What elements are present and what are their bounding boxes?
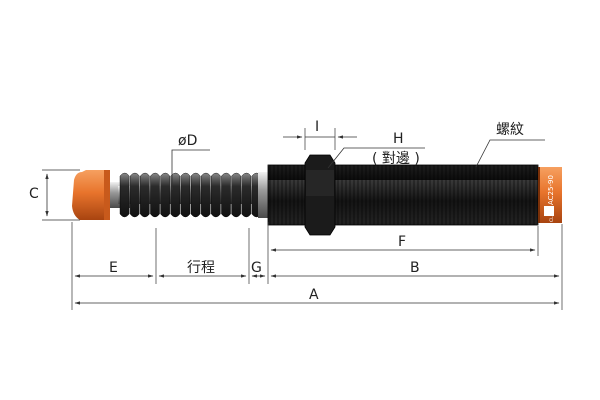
spring-coil [119,172,130,218]
label-H-sub: ( 對邊 ) [372,151,420,167]
spring-coil [221,172,231,218]
return-spring [118,172,264,218]
spring-coil [170,172,181,218]
orange-end-sleeve: AC25-90 CLL [538,167,562,223]
label-B: B [410,260,420,276]
spring-coil [231,172,241,218]
spring-coil [180,172,191,218]
steel-ring [258,172,268,218]
svg-text:CLL: CLL [549,213,555,222]
spring-coil [211,172,221,218]
label-thread: 螺紋 [496,122,524,138]
spring-coil [190,172,201,218]
label-I: I [315,119,319,135]
label-G: G [251,260,262,276]
spring-coil [160,172,170,218]
spring-coil [150,172,160,218]
threaded-body [268,165,538,225]
label-E: E [109,260,118,276]
spring-coil [140,172,150,218]
spring-coil [129,172,140,218]
label-F: F [398,234,406,250]
label-A: A [309,287,319,303]
dimensions: C E 行程 G B F A I H ( 對邊 ) 螺紋 øD [29,119,563,310]
model-marking: AC25-90 [547,175,555,205]
brand-logo [544,206,554,216]
shock-absorber: AC25-90 CLL [72,154,562,236]
spring-coil [200,172,211,218]
label-C: C [29,186,39,202]
spring-coil [241,172,252,218]
label-D: øD [178,133,197,149]
hex-nut [304,154,336,236]
label-stroke: 行程 [187,260,215,276]
orange-cap [72,170,110,220]
label-H: H [393,131,404,147]
